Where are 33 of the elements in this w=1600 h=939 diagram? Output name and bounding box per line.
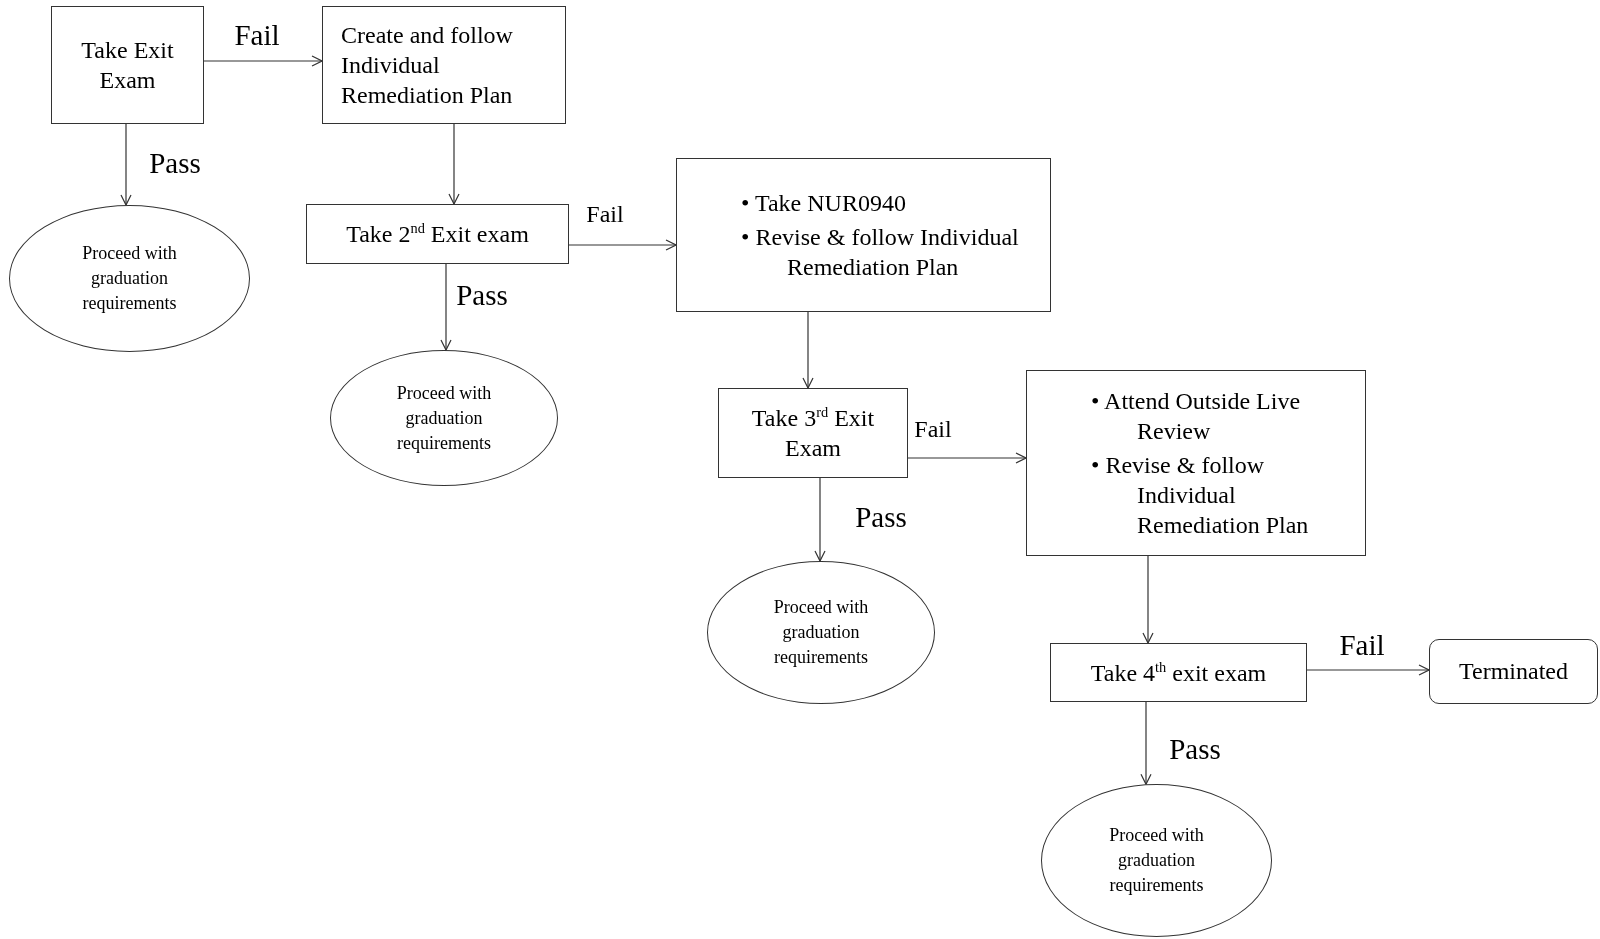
node-text: Take Exit Exam xyxy=(80,36,175,95)
arrow xyxy=(1306,664,1430,676)
arrow xyxy=(1142,555,1154,644)
node-text: Terminated xyxy=(1459,658,1568,685)
node-text: Proceed with graduation requirements xyxy=(395,381,493,455)
node-text: • Attend Outside Live Review xyxy=(1091,387,1302,446)
process-box xyxy=(1026,370,1366,556)
node-text: Take 2$^{nd}$ Exit exam xyxy=(345,219,530,249)
arrow xyxy=(448,123,460,205)
node-text: • Take NUR0940 xyxy=(741,189,907,218)
node-text: Proceed with graduation requirements xyxy=(1108,824,1205,897)
arrow xyxy=(1140,701,1152,785)
node-text: Create and follow Individual Remediation Plan xyxy=(341,21,514,110)
arrow xyxy=(814,477,826,562)
arrow xyxy=(907,452,1027,464)
process-box xyxy=(322,6,566,124)
process-box xyxy=(676,158,1051,312)
node-text: Take 4$^{th}$ exit exam xyxy=(1089,657,1268,688)
arrow xyxy=(440,263,452,351)
arrow xyxy=(802,311,814,389)
node-text: • Revise & follow Individual Remediation Plan xyxy=(1091,451,1310,540)
arrow xyxy=(568,239,677,251)
process-box xyxy=(1050,643,1307,702)
process-box xyxy=(51,6,204,124)
process-box xyxy=(306,204,569,264)
process-box xyxy=(718,388,908,478)
arrow xyxy=(203,55,323,67)
node-text: Take 3$^{rd}$ Exit Exam xyxy=(750,403,876,463)
terminal-box xyxy=(1429,639,1598,704)
node-text: Proceed with graduation requirements xyxy=(81,242,178,315)
arrow xyxy=(120,123,132,206)
node-text: • Revise & follow Individual Remediation Plan xyxy=(741,223,1020,282)
node-text: Proceed with graduation requirements xyxy=(772,596,870,669)
